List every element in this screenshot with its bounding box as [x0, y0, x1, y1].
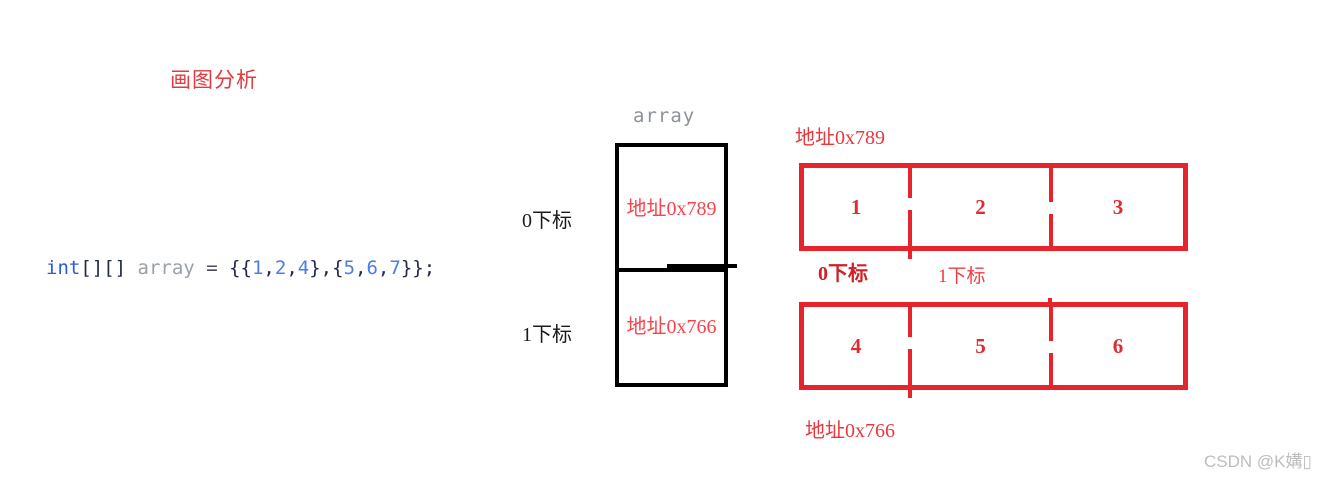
- code-token: [][]: [80, 257, 127, 279]
- inner-array-1-box: 4 5 6: [799, 298, 1188, 398]
- code-token: 1: [251, 257, 264, 279]
- array-cell: 5: [908, 307, 1049, 385]
- box-divider-stroke: [667, 264, 737, 268]
- code-token: array: [137, 257, 195, 279]
- array-cell: 3: [1049, 168, 1183, 246]
- cell-value: 6: [1112, 333, 1124, 358]
- code-token: ,: [286, 257, 298, 279]
- code-token: =: [194, 257, 230, 279]
- cell-value: 2: [975, 194, 986, 219]
- array-cell: 4: [804, 307, 908, 385]
- code-token: 6: [366, 257, 378, 279]
- watermark: CSDN @K媾▯: [1204, 452, 1312, 471]
- address-text: 地址0x766: [626, 315, 717, 338]
- array-cell: 2: [908, 168, 1049, 246]
- cell-value: 4: [850, 333, 862, 358]
- outer-array-row: 地址0x766: [619, 265, 724, 383]
- hand-drawn-gap: [1047, 202, 1053, 214]
- annotation-title: 画图分析: [170, 68, 258, 92]
- cell-value: 3: [1112, 194, 1124, 219]
- inner-array-0-box: 1 2 3: [799, 163, 1188, 259]
- inner-index-label-1: 1下标: [938, 266, 986, 287]
- hand-drawn-gap: [1047, 341, 1053, 353]
- code-token: ,: [355, 257, 367, 279]
- hand-drawn-overshoot: [908, 389, 912, 398]
- code-token: {{: [229, 257, 252, 279]
- code-token: }};: [400, 257, 436, 279]
- code-line: int[][] array = {{1,2,4},{5,6,7}};: [46, 257, 435, 279]
- outer-array-row: 地址0x789: [619, 147, 724, 265]
- array-cell: 6: [1049, 307, 1183, 385]
- hand-drawn-gap: [906, 198, 912, 210]
- address-text: 地址0x789: [626, 197, 717, 220]
- code-token: 7: [389, 257, 401, 279]
- array-cell: 1: [804, 168, 908, 246]
- box-divider-line: [615, 268, 728, 272]
- outer-row-index-0: 0下标: [522, 210, 572, 232]
- outer-array-label: array: [633, 105, 696, 127]
- cell-value: 1: [850, 194, 862, 219]
- code-token: 5: [343, 257, 356, 279]
- inner-array-0-address: 地址0x789: [795, 127, 885, 149]
- outer-array-box: 地址0x789 地址0x766: [615, 143, 737, 387]
- code-token: ,: [263, 257, 275, 279]
- code-token: 4: [297, 257, 310, 279]
- code-token: 2: [274, 257, 287, 279]
- cell-value: 5: [975, 333, 986, 358]
- inner-index-label-0: 0下标: [818, 263, 868, 285]
- outer-row-index-1: 1下标: [522, 324, 572, 346]
- hand-drawn-gap: [906, 337, 912, 349]
- code-token: [126, 257, 137, 279]
- code-token: int: [46, 257, 81, 279]
- code-token: ,: [377, 257, 390, 279]
- inner-array-1-address: 地址0x766: [805, 420, 895, 442]
- hand-drawn-overshoot: [908, 250, 912, 259]
- code-token: },{: [309, 257, 344, 279]
- hand-drawn-overshoot: [1048, 298, 1052, 303]
